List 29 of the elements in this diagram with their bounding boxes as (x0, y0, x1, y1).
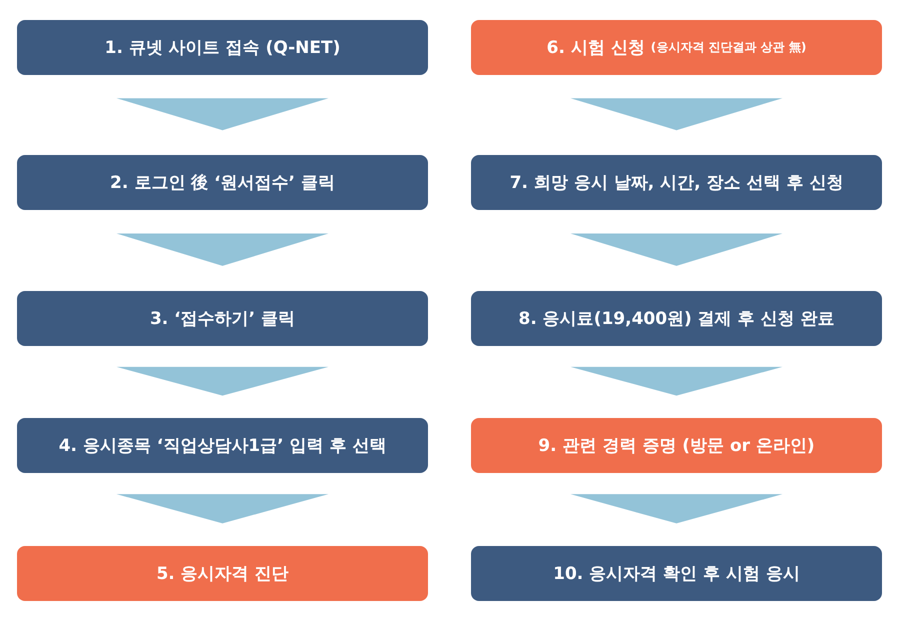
step-box (471, 155, 882, 210)
chevron-arrow (570, 494, 782, 524)
step-label: 3. ‘접수하기’ 클릭 (150, 308, 296, 330)
step-box (471, 546, 882, 601)
step-label: 10. 응시자격 확인 후 시험 응시 (553, 563, 800, 585)
chevron-arrow (570, 98, 782, 130)
step-box (471, 418, 882, 473)
step-label: 5. 응시자격 진단 (156, 563, 289, 585)
chevron-arrow (116, 98, 328, 130)
step-box (17, 155, 428, 210)
step-box (17, 546, 428, 601)
chevron-arrow (116, 494, 328, 524)
step-note: (응시자격 진단결과 상관 無) (650, 39, 806, 56)
step-label: 4. 응시종목 ‘직업상담사1급’ 입력 후 선택 (58, 435, 386, 457)
step-label: 6. 시험 신청 (546, 37, 645, 59)
step-label: 7. 희망 응시 날짜, 시간, 장소 선택 후 신청 (510, 172, 844, 194)
step-label: 2. 로그인 後 ‘원서접수’ 클릭 (110, 172, 335, 194)
step-box (17, 291, 428, 346)
step-box (17, 20, 428, 75)
chevron-arrow (116, 234, 328, 266)
step-box (17, 418, 428, 473)
step-label: 8. 응시료(19,400원) 결제 후 신청 완료 (518, 308, 835, 330)
chevron-arrow (116, 366, 328, 396)
step-box (471, 20, 882, 75)
step-label: 9. 관련 경력 증명 (방문 or 온라인) (538, 435, 815, 457)
chevron-arrow (570, 234, 782, 266)
step-label: 1. 큐넷 사이트 접속 (Q-NET) (104, 37, 340, 59)
step-box (471, 291, 882, 346)
chevron-arrow (570, 366, 782, 396)
